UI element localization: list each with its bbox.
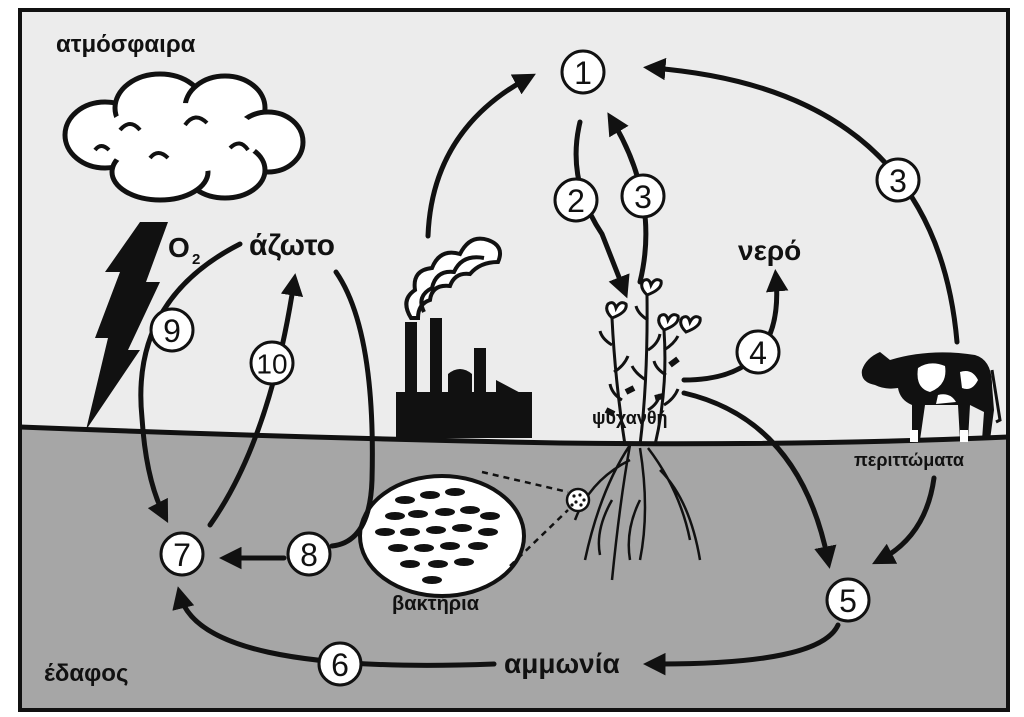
oxygen-subscript: 2	[192, 251, 200, 268]
step-3-left-circle	[620, 173, 666, 219]
arrow-ammonia-to-7	[172, 586, 497, 668]
cloud-icon	[62, 71, 306, 203]
arrow-factory-to-1	[425, 73, 536, 239]
step-5-circle	[825, 577, 871, 623]
soil-area	[20, 427, 1008, 710]
plants-label: ψυχανθή	[592, 408, 668, 428]
bacteria-colony-icon	[358, 470, 591, 598]
step-10-circle	[249, 340, 295, 386]
step-9-label: 9	[163, 313, 181, 349]
step-1-label: 1	[574, 55, 592, 91]
step-3-right-label: 3	[889, 163, 907, 199]
bacteria-label: βακτήρια	[392, 593, 480, 615]
plant-icon	[573, 278, 702, 581]
step-4-label: 4	[749, 335, 767, 371]
arrow-7-to-nitrogen	[207, 273, 304, 528]
water-label: νερό	[738, 235, 801, 266]
arrow-excrement-to-5	[872, 475, 937, 565]
step-6-circle	[317, 641, 363, 687]
step-circles: 1 2 3 3 4 5 6 7 8 9 10	[149, 49, 921, 687]
nitrogen-label: άζωτο	[249, 229, 335, 262]
arrow-cow-to-1	[643, 57, 960, 345]
arrow-lightning-to-7	[138, 241, 243, 524]
step-8-circle	[286, 531, 332, 577]
ammonia-label: αμμωνία	[504, 648, 620, 679]
atmosphere-label: ατμόσφαιρα	[56, 31, 196, 58]
step-8-label: 8	[300, 537, 318, 573]
step-5-label: 5	[839, 583, 857, 619]
step-6-label: 6	[331, 647, 349, 683]
factory-icon	[396, 236, 532, 438]
step-3-right-circle	[875, 157, 921, 203]
oxygen-label: O	[168, 232, 190, 263]
step-9-circle	[149, 307, 195, 353]
arrow-nitrogen-to-bacteria	[329, 269, 375, 549]
lightning-icon	[86, 222, 168, 430]
soil-label: έδαφος	[44, 660, 128, 687]
step-2-label: 2	[567, 183, 585, 219]
step-4-circle	[735, 329, 781, 375]
cow-icon	[861, 352, 1002, 442]
step-2-circle	[553, 177, 599, 223]
arrow-5-to-ammonia	[643, 622, 841, 676]
ground-line	[19, 424, 1009, 447]
step-3-left-label: 3	[634, 179, 652, 215]
excrement-label: περιττώματα	[854, 450, 964, 470]
step-10-label: 10	[256, 349, 287, 380]
step-1-circle	[560, 49, 606, 95]
step-7-label: 7	[173, 537, 191, 573]
frame	[18, 8, 1010, 712]
arrow-plants-to-5	[681, 390, 837, 569]
step-7-circle	[159, 531, 205, 577]
